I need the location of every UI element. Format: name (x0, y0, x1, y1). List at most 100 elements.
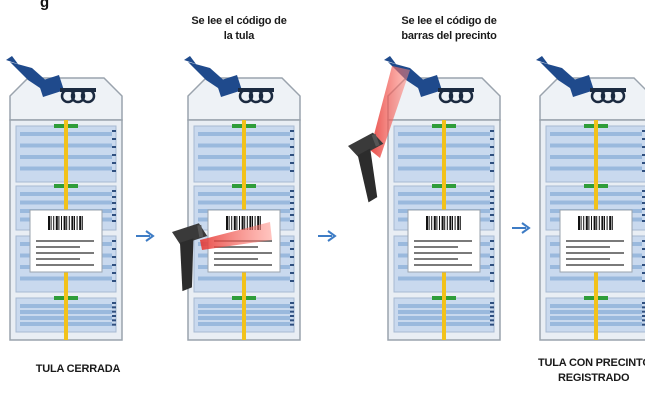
tick-mark (642, 240, 645, 242)
tick-mark (490, 319, 494, 322)
barcode-bar (580, 216, 582, 230)
bag-top (187, 77, 301, 121)
barcode-bar (446, 216, 448, 230)
step4-caption-line2: REGISTRADO (558, 372, 630, 384)
label-text-line (36, 246, 80, 248)
tick-mark (290, 306, 294, 309)
seal-icon (6, 56, 96, 104)
tick-mark (112, 202, 116, 204)
tick-mark (490, 220, 494, 222)
barcode-bar (231, 216, 233, 230)
barcode-bar (76, 216, 78, 230)
tick-mark (112, 214, 116, 216)
tick-mark (642, 202, 645, 204)
barcode-bar (431, 216, 433, 230)
barcode-bar (441, 216, 444, 230)
barcode-bar (252, 216, 253, 230)
arrow-head (327, 230, 337, 242)
barcode-bar (452, 216, 453, 230)
barcode-bar (444, 216, 446, 230)
tick-mark (112, 319, 116, 322)
tick-mark (490, 264, 494, 266)
tick-mark (642, 319, 645, 322)
barcode-bar (588, 216, 590, 230)
seal-bar (60, 88, 96, 92)
tick-mark (290, 214, 294, 216)
barcode-bar (55, 216, 58, 230)
tick-mark (290, 280, 294, 282)
tick-mark (490, 302, 494, 304)
tick-mark (490, 323, 494, 326)
barcode-bar (459, 216, 461, 230)
tick-mark (642, 264, 645, 266)
laser-beam (370, 66, 410, 158)
tick-mark (112, 170, 116, 172)
tick-mark (112, 196, 116, 198)
label-text-line (214, 246, 258, 248)
tick-mark (112, 323, 116, 326)
tick-mark (642, 315, 645, 317)
label-text-line (414, 240, 472, 242)
barcode-bar (50, 216, 52, 230)
tick-mark (112, 162, 116, 164)
barcode-bar (79, 216, 82, 230)
tick-mark (490, 272, 494, 274)
tick-mark (642, 146, 645, 148)
barcode-bar (585, 216, 588, 230)
arrow-head (521, 222, 531, 234)
seal-head (568, 74, 594, 98)
arrow-right-icon (136, 230, 155, 242)
tick-mark (112, 248, 116, 250)
seal-bar (590, 88, 626, 92)
barcode-bar (74, 216, 75, 230)
label-text-line (36, 258, 80, 260)
tick-mark (642, 280, 645, 282)
tick-mark (490, 196, 494, 198)
tick-mark (490, 146, 494, 148)
tick-mark (290, 240, 294, 242)
arrow-right-icon (318, 230, 337, 242)
tick-mark (490, 190, 494, 192)
tick-mark (642, 214, 645, 216)
tick-mark (490, 256, 494, 258)
tick-mark (642, 302, 645, 304)
tick-mark (290, 190, 294, 192)
barcode-bar (81, 216, 83, 230)
tick-mark (642, 190, 645, 192)
barcode-bar (606, 216, 608, 230)
tick-mark (112, 138, 116, 140)
scanner-icon (172, 223, 208, 292)
tick-mark (642, 208, 645, 210)
barcode-bar (246, 216, 248, 230)
label-text-line (214, 258, 258, 260)
barcode-bar (609, 216, 612, 230)
tick-mark (642, 272, 645, 274)
tick-mark (290, 272, 294, 274)
barcode-bar (578, 216, 580, 230)
barcode-bar (454, 216, 456, 230)
tick-mark (490, 280, 494, 282)
tick-mark (112, 310, 116, 313)
tick-mark (112, 154, 116, 156)
tick-mark (290, 248, 294, 250)
label-text-line (566, 246, 610, 248)
tick-mark (490, 315, 494, 317)
label-text-line (414, 258, 458, 260)
tick-mark (290, 146, 294, 148)
tick-mark (112, 280, 116, 282)
laser-beam (200, 222, 272, 250)
barcode-bar (439, 216, 440, 230)
tick-mark (112, 190, 116, 192)
tick-mark (642, 310, 645, 313)
tick-mark (290, 256, 294, 258)
tick-mark (490, 154, 494, 156)
tick-mark (490, 240, 494, 242)
barcode-bar (449, 216, 452, 230)
tick-mark (112, 264, 116, 266)
barcode-bar (598, 216, 600, 230)
tick-mark (112, 130, 116, 132)
label-text-line (566, 264, 624, 266)
tick-mark (490, 208, 494, 210)
